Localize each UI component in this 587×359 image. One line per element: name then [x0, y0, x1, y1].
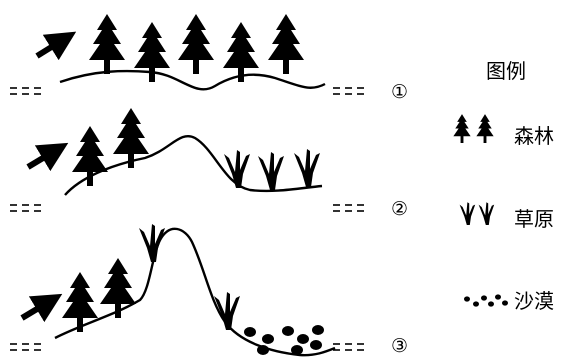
- profile-marker: ①: [391, 81, 408, 103]
- tree-icon: [268, 14, 304, 74]
- tree-icon: [62, 272, 98, 332]
- tree-icon: [223, 22, 259, 82]
- dashed-baseline-left: [10, 87, 41, 95]
- tree-icon: [453, 114, 471, 143]
- dashed-baseline-right: [333, 87, 364, 95]
- grass-icon: [294, 149, 320, 187]
- tree-icon: [134, 22, 170, 82]
- wind-arrow: [35, 31, 77, 61]
- grass-icon: [258, 152, 284, 190]
- dashed-baseline-left: [10, 343, 41, 351]
- tree-icon: [72, 126, 108, 186]
- grass-icon: [224, 150, 250, 188]
- terrain-line: [64, 135, 323, 196]
- sand-dots-icon: [464, 294, 508, 307]
- grass-icon: [139, 224, 165, 262]
- legend-label: 沙漠: [514, 289, 554, 313]
- profile-1: ①: [10, 14, 408, 103]
- tree-icon: [100, 258, 136, 318]
- dashed-baseline-right: [333, 343, 364, 351]
- legend-label: 森林: [514, 124, 554, 148]
- profile-3: ③: [10, 224, 408, 357]
- legend: 图例 森林 草原 沙漠: [453, 59, 554, 313]
- tree-icon: [476, 114, 494, 143]
- legend-item-grassland: 草原: [459, 202, 554, 231]
- grass-icon: [459, 202, 476, 225]
- terrain-line: [54, 227, 336, 357]
- profile-marker: ②: [391, 198, 408, 220]
- terrain-line: [59, 69, 326, 91]
- legend-item-forest: 森林: [453, 114, 554, 148]
- legend-label: 草原: [514, 207, 554, 231]
- legend-title: 图例: [486, 59, 526, 83]
- wind-arrow: [20, 293, 63, 323]
- profile-marker: ③: [391, 335, 408, 357]
- grass-icon: [478, 202, 495, 225]
- legend-item-desert: 沙漠: [464, 289, 554, 313]
- wind-arrow: [26, 142, 69, 172]
- tree-icon: [178, 14, 214, 74]
- dashed-baseline-left: [10, 204, 41, 212]
- profile-2: ②: [10, 108, 408, 220]
- dashed-baseline-right: [333, 204, 364, 212]
- sand-dots-icon: [244, 325, 324, 355]
- tree-icon: [89, 14, 125, 74]
